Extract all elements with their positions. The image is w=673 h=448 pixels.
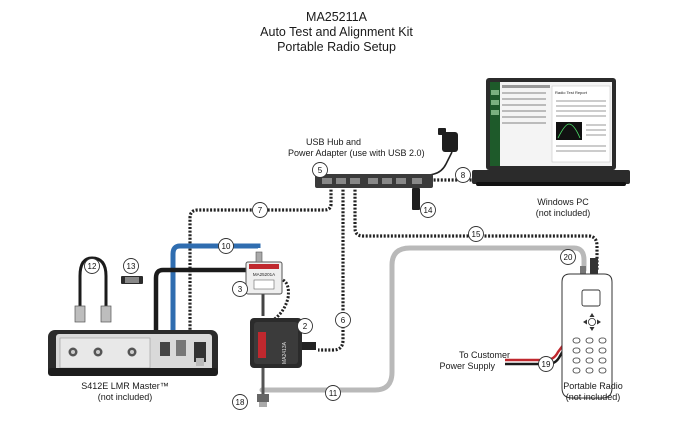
callout-number-20: 20 <box>564 253 573 262</box>
callout-circle-18 <box>232 394 248 410</box>
attenuator-ma2413a: MA2413A <box>250 318 316 368</box>
attenuator-model-text: MA2413A <box>282 341 288 364</box>
power-adapter <box>438 128 458 152</box>
callout-number-13: 13 <box>127 262 136 271</box>
callout-number-6: 6 <box>341 316 346 325</box>
cable-6 <box>318 186 345 352</box>
usb-hub-label-2: Power Adapter (use with USB 2.0) <box>288 148 425 158</box>
title-kit: Auto Test and Alignment Kit <box>260 25 413 39</box>
callout-circle-5 <box>312 162 328 178</box>
windows-pc-laptop: Radio Test Report <box>472 78 630 186</box>
callout-number-11: 11 <box>329 389 338 398</box>
callout-number-7: 7 <box>258 206 263 215</box>
windows-pc-label: Windows PC <box>537 197 589 207</box>
callout-number-2: 2 <box>303 322 308 331</box>
customer-power-label-2: Power Supply <box>439 361 495 371</box>
callout-number-12: 12 <box>88 262 97 271</box>
callout-number-8: 8 <box>461 171 466 180</box>
callout-circle-2 <box>297 318 313 334</box>
coupler-model-text: MA25201A <box>253 272 275 277</box>
callout-circle-20 <box>560 249 576 265</box>
callout-number-5: 5 <box>318 166 323 175</box>
usb-hub-label-1: USB Hub and <box>306 137 362 147</box>
callout-circle-15 <box>468 226 484 242</box>
cable-19-red <box>505 343 565 362</box>
callout-number-19: 19 <box>542 360 551 369</box>
adapter-13 <box>121 276 143 284</box>
power-cord <box>429 151 453 176</box>
callout-circle-13 <box>123 258 139 274</box>
usb-stick-14 <box>412 188 420 210</box>
terminator-18 <box>257 394 269 407</box>
callout-circle-19 <box>538 356 554 372</box>
report-title-text: Radio Test Report <box>555 90 588 95</box>
callout-number-15: 15 <box>472 230 481 239</box>
callout-circle-7 <box>252 202 268 218</box>
jumper-connector-right <box>100 305 112 323</box>
usb-hub <box>315 174 433 188</box>
title-model: MA25211A <box>306 10 367 24</box>
jumper-connector-left <box>74 305 86 323</box>
lmr-master-label: S412E LMR Master™ <box>81 381 169 391</box>
coupler-ma25201a: MA25201A <box>245 251 283 295</box>
callout-circle-8 <box>455 167 471 183</box>
cable-10 <box>170 243 261 340</box>
lmr-master-note: (not included) <box>97 392 153 402</box>
callout-number-3: 3 <box>238 285 243 294</box>
cable-black-coax <box>153 267 247 345</box>
callout-circle-14 <box>420 202 436 218</box>
windows-pc-note: (not included) <box>535 208 591 218</box>
portable-radio-note: (not included) <box>565 392 621 402</box>
callout-number-14: 14 <box>424 206 433 215</box>
customer-power-label-1: To Customer <box>458 350 510 360</box>
callout-number-18: 18 <box>236 398 245 407</box>
callout-circle-10 <box>218 238 234 254</box>
callout-circle-3 <box>232 281 248 297</box>
callout-number-10: 10 <box>222 242 231 251</box>
lmr-master-instrument <box>48 330 218 376</box>
cable-coupler-attenuator <box>269 278 290 324</box>
callout-group: 2 3 5 6 7 8 10 11 12 13 14 15 18 19 20 <box>84 162 576 410</box>
callout-circle-6 <box>335 312 351 328</box>
callout-circle-11 <box>325 385 341 401</box>
title-setup: Portable Radio Setup <box>277 40 396 54</box>
cable-11 <box>259 245 587 393</box>
portable-radio <box>561 258 613 399</box>
portable-radio-label: Portable Radio <box>563 381 623 391</box>
callout-circle-12 <box>84 258 100 274</box>
jumper-cable-12 <box>78 256 108 316</box>
